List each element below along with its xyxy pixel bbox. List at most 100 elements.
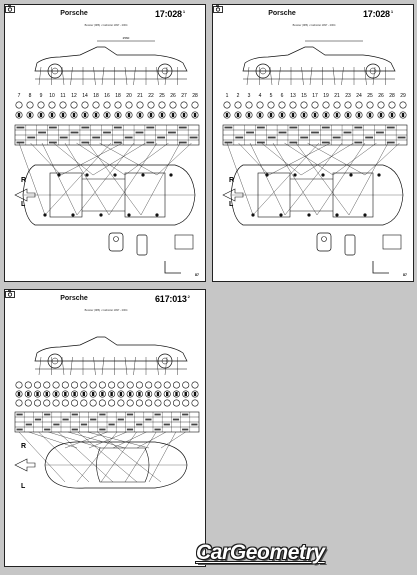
point-symbol [278, 111, 286, 119]
point-symbol [180, 111, 188, 119]
table-cell-ink [113, 141, 122, 144]
camera-icon [5, 5, 15, 13]
point-symbol [48, 101, 56, 109]
bolt-icon [280, 113, 284, 117]
point-number: 25 [159, 93, 165, 99]
point-symbol [108, 390, 116, 398]
leader-line [300, 142, 354, 176]
leader-line [38, 66, 42, 86]
point-number: 28 [192, 93, 198, 99]
table-cell-ink [34, 418, 42, 421]
table-cell-ink [16, 141, 25, 144]
point-number: 11 [60, 93, 65, 99]
bolt-icon [184, 392, 187, 396]
table-cell-ink [70, 131, 79, 134]
leader-line [93, 66, 96, 86]
table-cell-ink [224, 141, 233, 144]
point-symbol [154, 381, 162, 389]
leader-line [246, 66, 250, 86]
leader-line [284, 142, 334, 176]
point-symbol [126, 381, 134, 389]
page-number: 87 [403, 273, 407, 277]
point-symbol [26, 111, 34, 119]
leader-line [76, 142, 135, 216]
bolt-icon [390, 113, 394, 117]
car-plan-outline [230, 164, 404, 226]
point-symbol [388, 101, 396, 109]
leader-line [164, 66, 168, 86]
point-symbol [89, 390, 97, 398]
point-symbol [114, 111, 122, 119]
table-cell-ink [62, 418, 69, 421]
leader-line [18, 431, 66, 483]
sheet-brand: Porsche [60, 295, 88, 302]
bolt-icon [17, 113, 21, 117]
leader-line [53, 142, 94, 176]
point-symbol [37, 101, 45, 109]
point-symbol [172, 390, 180, 398]
point-symbol [245, 101, 253, 109]
table-cell-ink [224, 126, 233, 129]
leader-line [101, 66, 105, 86]
bolt-icon [101, 392, 104, 396]
point-symbol [117, 390, 125, 398]
sheet-brand: Porsche [60, 10, 88, 17]
point-symbol [125, 111, 133, 119]
sheet-subtitle: Boxster (986) • Cabriolet 1997 - 2004 [84, 24, 128, 27]
leader-line [160, 431, 186, 449]
leader-line [269, 66, 273, 86]
point-number: 9 [40, 93, 43, 99]
table-cell-ink [44, 413, 51, 416]
mount-point [169, 173, 173, 177]
point-symbol [15, 101, 23, 109]
point-symbol [108, 399, 116, 407]
bolt-icon [193, 392, 197, 396]
front-hub [51, 357, 59, 365]
point-symbol [125, 101, 133, 109]
point-symbol [182, 399, 190, 407]
mount-point [265, 173, 269, 177]
leader-line [99, 142, 158, 176]
leader-line [108, 142, 158, 216]
leader-line [268, 142, 331, 176]
point-number: 27 [181, 93, 187, 99]
table-cell-ink [90, 418, 97, 421]
leader-line [76, 142, 126, 176]
point-number: 19 [323, 93, 329, 99]
point-symbol [43, 381, 51, 389]
point-symbol [34, 390, 42, 398]
leader-line [133, 356, 136, 376]
bolt-icon [27, 392, 30, 396]
point-symbol [117, 381, 125, 389]
table-cell-ink [354, 126, 363, 129]
bolt-icon [175, 392, 178, 396]
arrow-left-icon [14, 458, 36, 472]
point-number: 4 [259, 93, 262, 99]
camera-icon [213, 5, 223, 13]
point-symbol [147, 101, 155, 109]
table-cell-ink [267, 136, 276, 139]
bolt-icon [36, 392, 39, 396]
point-symbol [80, 381, 88, 389]
point-symbol [256, 111, 264, 119]
point-number: 25 [367, 93, 373, 99]
table-cell-ink [235, 136, 244, 139]
bushing-hole [321, 236, 327, 242]
table-cell-ink [157, 136, 166, 139]
leader-line [28, 431, 78, 449]
point-symbol [158, 111, 166, 119]
sheet-subtitle: Boxster (986) • Cabriolet 1997 - 2004 [84, 309, 128, 312]
leader-line [164, 356, 168, 376]
point-symbol [169, 101, 177, 109]
point-symbol [355, 101, 363, 109]
point-symbol [289, 111, 297, 119]
left-side-label: L [21, 483, 26, 490]
bolt-icon [28, 113, 32, 117]
point-symbol [136, 111, 144, 119]
point-symbol [135, 399, 143, 407]
bolt-icon [94, 113, 98, 117]
bolt-icon [105, 113, 109, 117]
leader-line [140, 142, 181, 216]
point-symbol [71, 390, 79, 398]
